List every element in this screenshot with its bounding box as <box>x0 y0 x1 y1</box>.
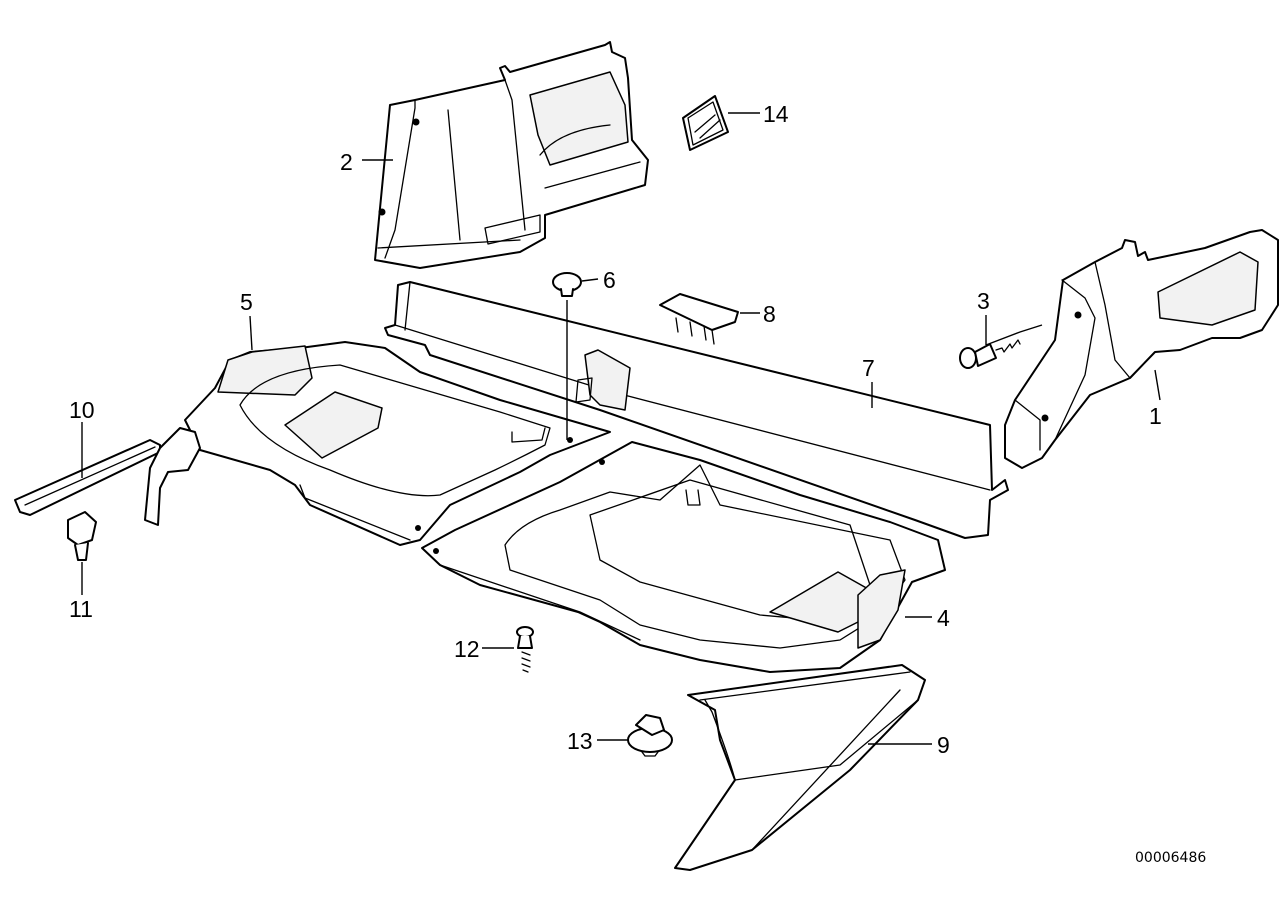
callout-11: 11 <box>69 596 93 622</box>
callout-8: 8 <box>763 301 776 327</box>
leader-lines <box>81 112 1161 745</box>
callout-12: 12 <box>454 636 480 662</box>
document-number: 00006486 <box>1135 850 1206 866</box>
part-13-grommet-nut <box>627 714 673 757</box>
part-9-right-sill-strip <box>674 664 926 871</box>
part-4-right-floor-tray <box>421 441 946 673</box>
part-12-screw <box>516 626 534 673</box>
part-7-parcel-shelf <box>384 281 1009 539</box>
callout-5: 5 <box>240 289 253 315</box>
callout-3: 3 <box>977 288 990 314</box>
callout-9: 9 <box>937 732 950 758</box>
part-14-warning-label <box>682 95 729 151</box>
part-11-clip-fastener <box>67 511 97 561</box>
part-8-clip <box>659 293 739 345</box>
callout-10: 10 <box>69 397 95 423</box>
callout-4: 4 <box>937 605 950 631</box>
part-2-left-side-trim <box>374 41 649 269</box>
part-1-right-side-trim <box>1004 229 1279 469</box>
part-10-left-sill-strip <box>14 427 201 526</box>
callout-2: 2 <box>340 149 353 175</box>
part-6-plug-cap <box>552 272 582 297</box>
callout-7: 7 <box>862 355 875 381</box>
callout-14: 14 <box>763 101 789 127</box>
part-3-expanding-rivet <box>959 339 1021 369</box>
callout-13: 13 <box>567 728 593 754</box>
callout-6: 6 <box>603 267 616 293</box>
callout-labels: 1 2 3 4 5 6 7 8 9 10 11 12 13 14 <box>69 101 1162 758</box>
callout-1: 1 <box>1149 403 1162 429</box>
part-5-left-floor-tray <box>184 341 611 546</box>
